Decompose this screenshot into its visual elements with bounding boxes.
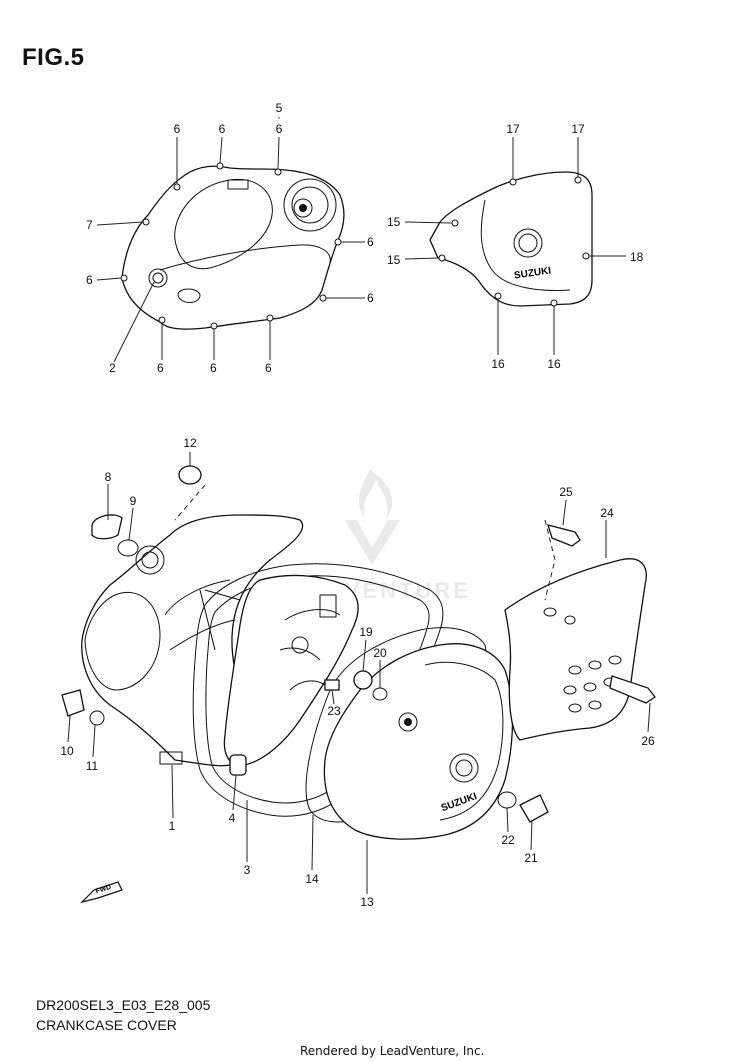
callout-15: 15 [387, 215, 401, 229]
magneto-cover-crown [424, 661, 504, 821]
clutch-cover-bolt-holes [120, 162, 342, 330]
magneto-cover-bolt-holes [438, 176, 590, 307]
cap-part-8 [91, 514, 123, 540]
magneto-cover-detail: SUZUKI 17 17 15 15 18 16 16 [387, 122, 644, 371]
inner-cover-mechanism [223, 574, 359, 767]
diagram-code: DR200SEL3_E03_E28_005 [36, 997, 211, 1013]
bolt-part-10 [61, 689, 85, 717]
callout-12: 12 [183, 436, 197, 450]
oil-level-window [148, 268, 168, 288]
callout-8: 8 [105, 470, 112, 484]
callout-6: 6 [367, 291, 374, 305]
magneto-cover-part-13 [323, 643, 514, 840]
dowel-part-23 [324, 679, 340, 691]
callout-26: 26 [641, 734, 655, 748]
callout-19: 19 [359, 625, 373, 639]
callout-13: 13 [360, 895, 374, 909]
callout-23: 23 [327, 704, 341, 718]
bolt-part-26 [609, 675, 656, 704]
callout-6: 6 [276, 122, 283, 136]
oring-part-22 [497, 791, 517, 809]
magneto-cover-outline [429, 171, 593, 307]
callout-6: 6 [367, 235, 374, 249]
callout-11: 11 [86, 759, 99, 773]
callout-6: 6 [174, 122, 181, 136]
magneto-cover-edge [480, 199, 571, 291]
callout-5: 5 [276, 101, 283, 115]
figure-title: FIG.5 [22, 44, 85, 71]
clutch-release-housing [283, 178, 337, 232]
dowel-part-4 [229, 754, 247, 776]
callout-3: 3 [244, 863, 251, 877]
callout-4: 4 [229, 811, 236, 825]
callout-6: 6 [86, 273, 93, 287]
callout-20: 20 [373, 646, 387, 660]
callout-16: 16 [491, 357, 505, 371]
sprocket-cover-vents [543, 607, 622, 713]
sprocket-cover-part-24 [504, 558, 647, 741]
callout-17: 17 [571, 122, 585, 136]
callout-15: 15 [387, 253, 401, 267]
callout-18: 18 [630, 250, 644, 264]
exploded-view: SUZUKI [60, 436, 656, 909]
oring-part-9 [117, 539, 139, 557]
magneto-cover-leaders [404, 137, 626, 355]
clutch-cover-rib [159, 244, 331, 271]
callout-25: 25 [559, 485, 573, 499]
washer-part-11 [89, 710, 105, 726]
callout-24: 24 [600, 506, 614, 520]
plug-part-19 [353, 670, 373, 690]
callout-9: 9 [130, 494, 137, 508]
callout-2: 2 [109, 361, 116, 375]
callout-21: 21 [524, 851, 538, 865]
exploded-leaders [67, 452, 651, 894]
callout-6: 6 [210, 361, 217, 375]
plug-part-21 [519, 794, 549, 823]
callout-10: 10 [60, 744, 74, 758]
callout-6: 6 [157, 361, 164, 375]
callout-16: 16 [547, 357, 561, 371]
clutch-cover-dome [84, 591, 161, 691]
clutch-cover-leaders [96, 136, 365, 363]
bolt-part-25 [547, 524, 581, 547]
magneto-cover-plug-boss [513, 228, 543, 258]
brand-logo: SUZUKI [513, 265, 552, 281]
diagram-name: CRANKCASE COVER [36, 1017, 177, 1033]
clutch-cover-outline [121, 165, 345, 330]
callout-1: 1 [169, 819, 176, 833]
clutch-cover-detail: 5 · 6 6 6 7 6 6 6 2 6 6 6 [86, 101, 374, 375]
plug-part-12 [178, 465, 202, 485]
forward-arrow-icon: FWD [80, 881, 123, 904]
fwd-label: FWD [95, 884, 112, 896]
filler-boss [177, 288, 201, 303]
callout-7: 7 [86, 218, 93, 232]
svg-text:·: · [277, 110, 281, 124]
callout-22: 22 [501, 833, 515, 847]
small-parts [61, 465, 656, 823]
callout-17: 17 [506, 122, 520, 136]
callout-6: 6 [265, 361, 272, 375]
clutch-inner-dome [174, 178, 273, 270]
magneto-plug-boss [449, 753, 479, 783]
callout-14: 14 [305, 872, 319, 886]
callout-6: 6 [219, 122, 226, 136]
rendered-by-credit: Rendered by LeadVenture, Inc. [300, 1044, 485, 1058]
